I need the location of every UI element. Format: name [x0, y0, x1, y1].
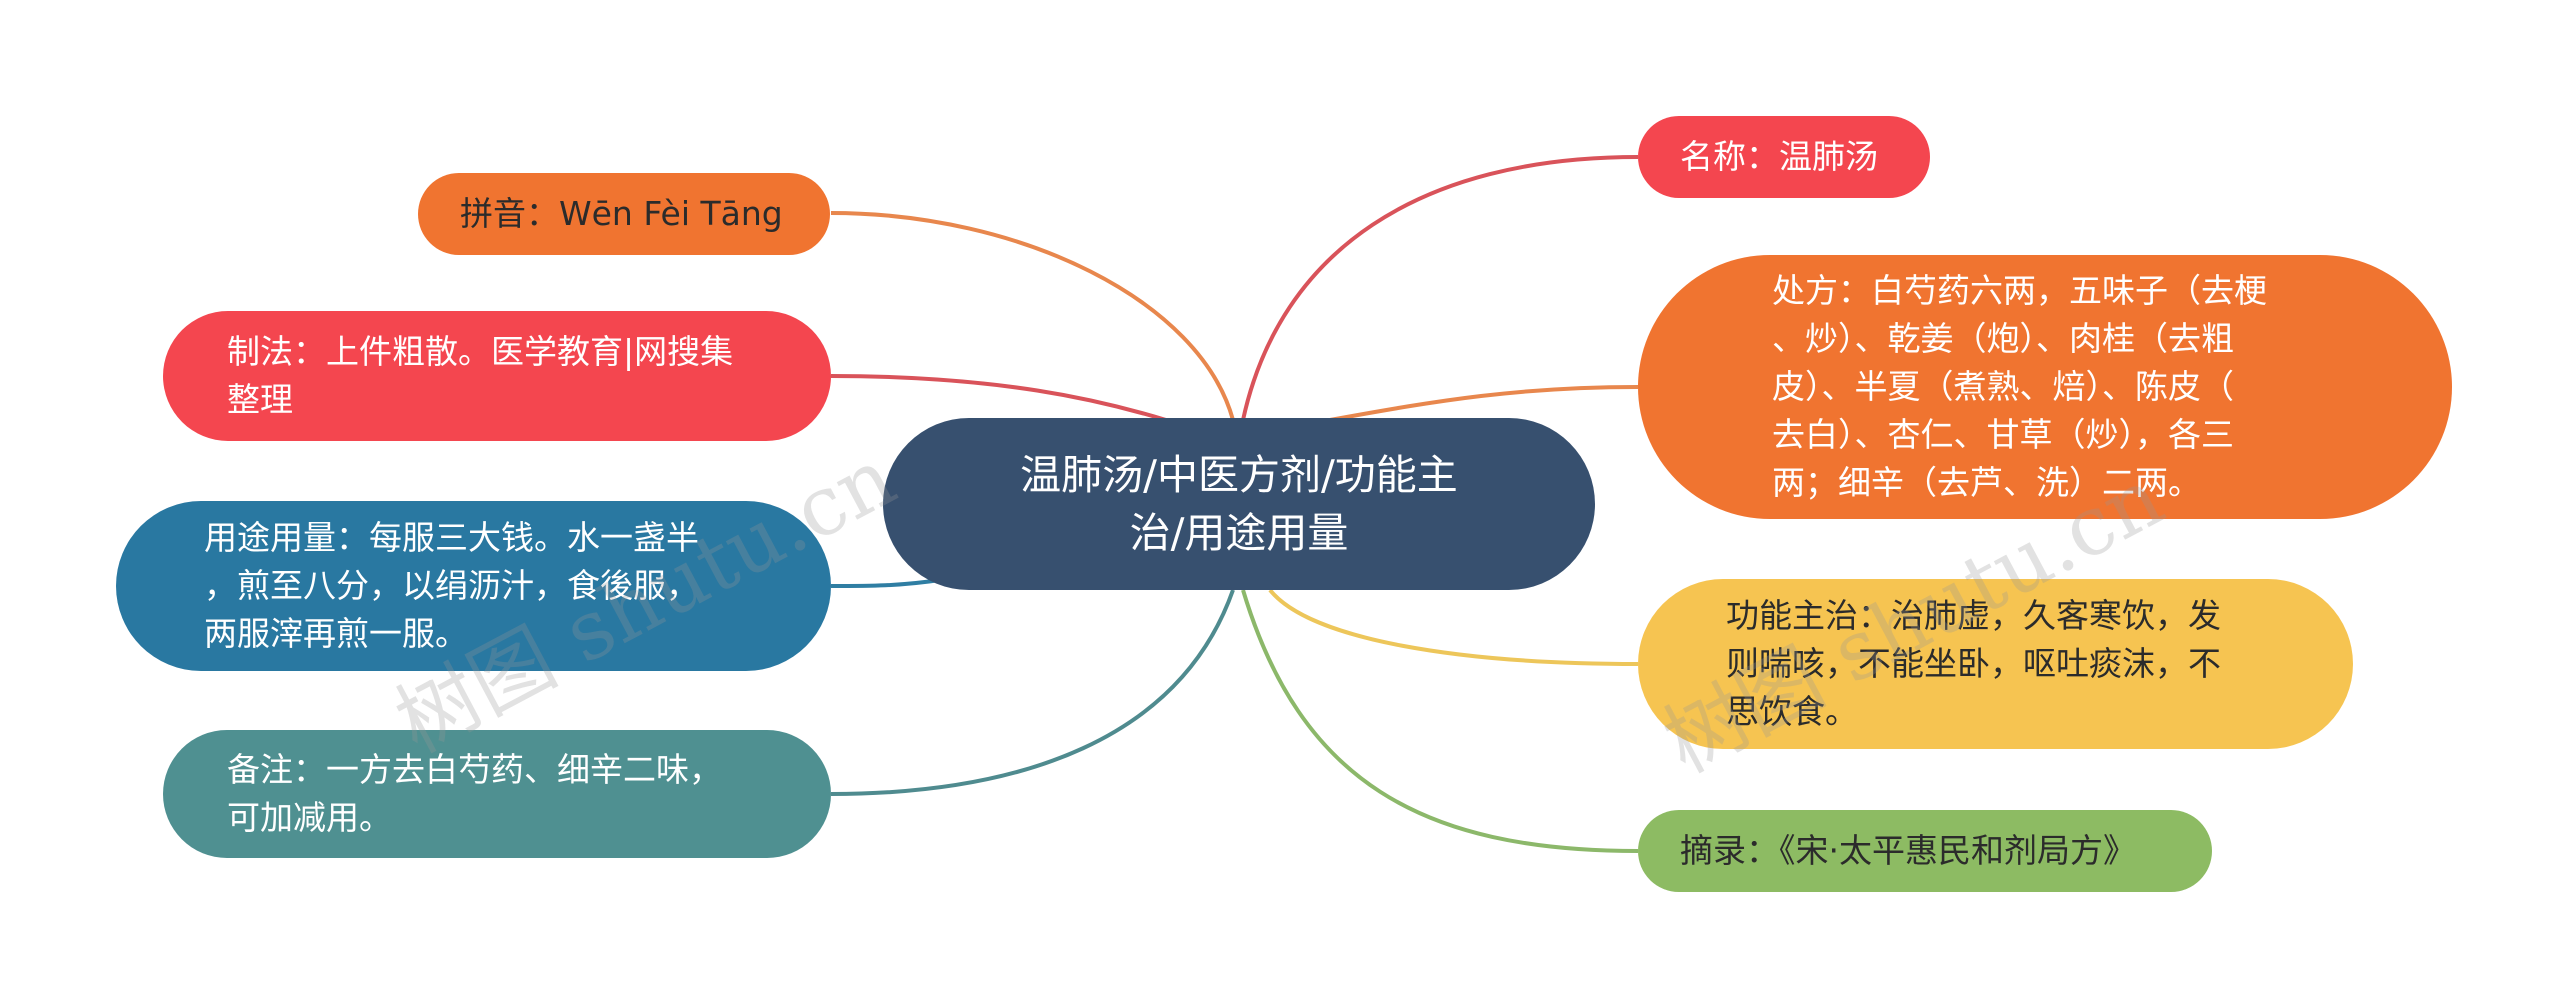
link-beizhu	[830, 589, 1235, 796]
node-preparation[interactable]: 制法：上件粗散。医学教育|网搜集 整理	[163, 311, 831, 441]
link-zhailu	[1241, 589, 1639, 853]
node-prescription[interactable]: 处方：白芍药六两，五味子（去梗 、炒）、乾姜（炮）、肉桂（去粗 皮）、半夏（煮熟…	[1638, 255, 2452, 519]
node-usage-dosage-label: 用途用量：每服三大钱。水一盏半 ，煎至八分，以绢沥汁，食後服， 两服滓再煎一服。	[204, 518, 699, 653]
node-prescription-label: 处方：白芍药六两，五味子（去梗 、炒）、乾姜（炮）、肉桂（去粗 皮）、半夏（煮熟…	[1772, 271, 2267, 502]
link-zhifa	[830, 374, 1167, 422]
node-source[interactable]: 摘录：《宋·太平惠民和剂局方》	[1638, 810, 2212, 892]
central-topic-label: 温肺汤/中医方剂/功能主 治/用途用量	[1020, 450, 1458, 557]
node-name[interactable]: 名称：温肺汤	[1638, 116, 1930, 198]
link-gongneng	[1268, 588, 1639, 666]
link-pinyin	[830, 211, 1235, 421]
central-topic[interactable]: 温肺汤/中医方剂/功能主 治/用途用量	[883, 418, 1595, 590]
node-indications[interactable]: 功能主治：治肺虚，久客寒饮，发 则喘咳，不能坐卧，呕吐痰沫，不 思饮食。	[1638, 579, 2353, 749]
node-source-label: 摘录：《宋·太平惠民和剂局方》	[1680, 831, 2136, 871]
node-pinyin-label: 拼音：Wēn Fèi Tāng	[460, 194, 783, 234]
link-yongtu	[830, 578, 941, 588]
node-remarks[interactable]: 备注：一方去白芍药、细辛二味， 可加减用。	[163, 730, 831, 858]
node-usage-dosage[interactable]: 用途用量：每服三大钱。水一盏半 ，煎至八分，以绢沥汁，食後服， 两服滓再煎一服。	[116, 501, 831, 671]
node-pinyin[interactable]: 拼音：Wēn Fèi Tāng	[418, 173, 830, 255]
link-mingcheng	[1241, 155, 1639, 421]
node-indications-label: 功能主治：治肺虚，久客寒饮，发 则喘咳，不能坐卧，呕吐痰沫，不 思饮食。	[1726, 596, 2221, 731]
node-preparation-label: 制法：上件粗散。医学教育|网搜集 整理	[227, 332, 734, 419]
node-name-label: 名称：温肺汤	[1680, 137, 1878, 177]
link-chufang	[1329, 385, 1639, 422]
node-remarks-label: 备注：一方去白芍药、细辛二味， 可加减用。	[227, 750, 722, 837]
